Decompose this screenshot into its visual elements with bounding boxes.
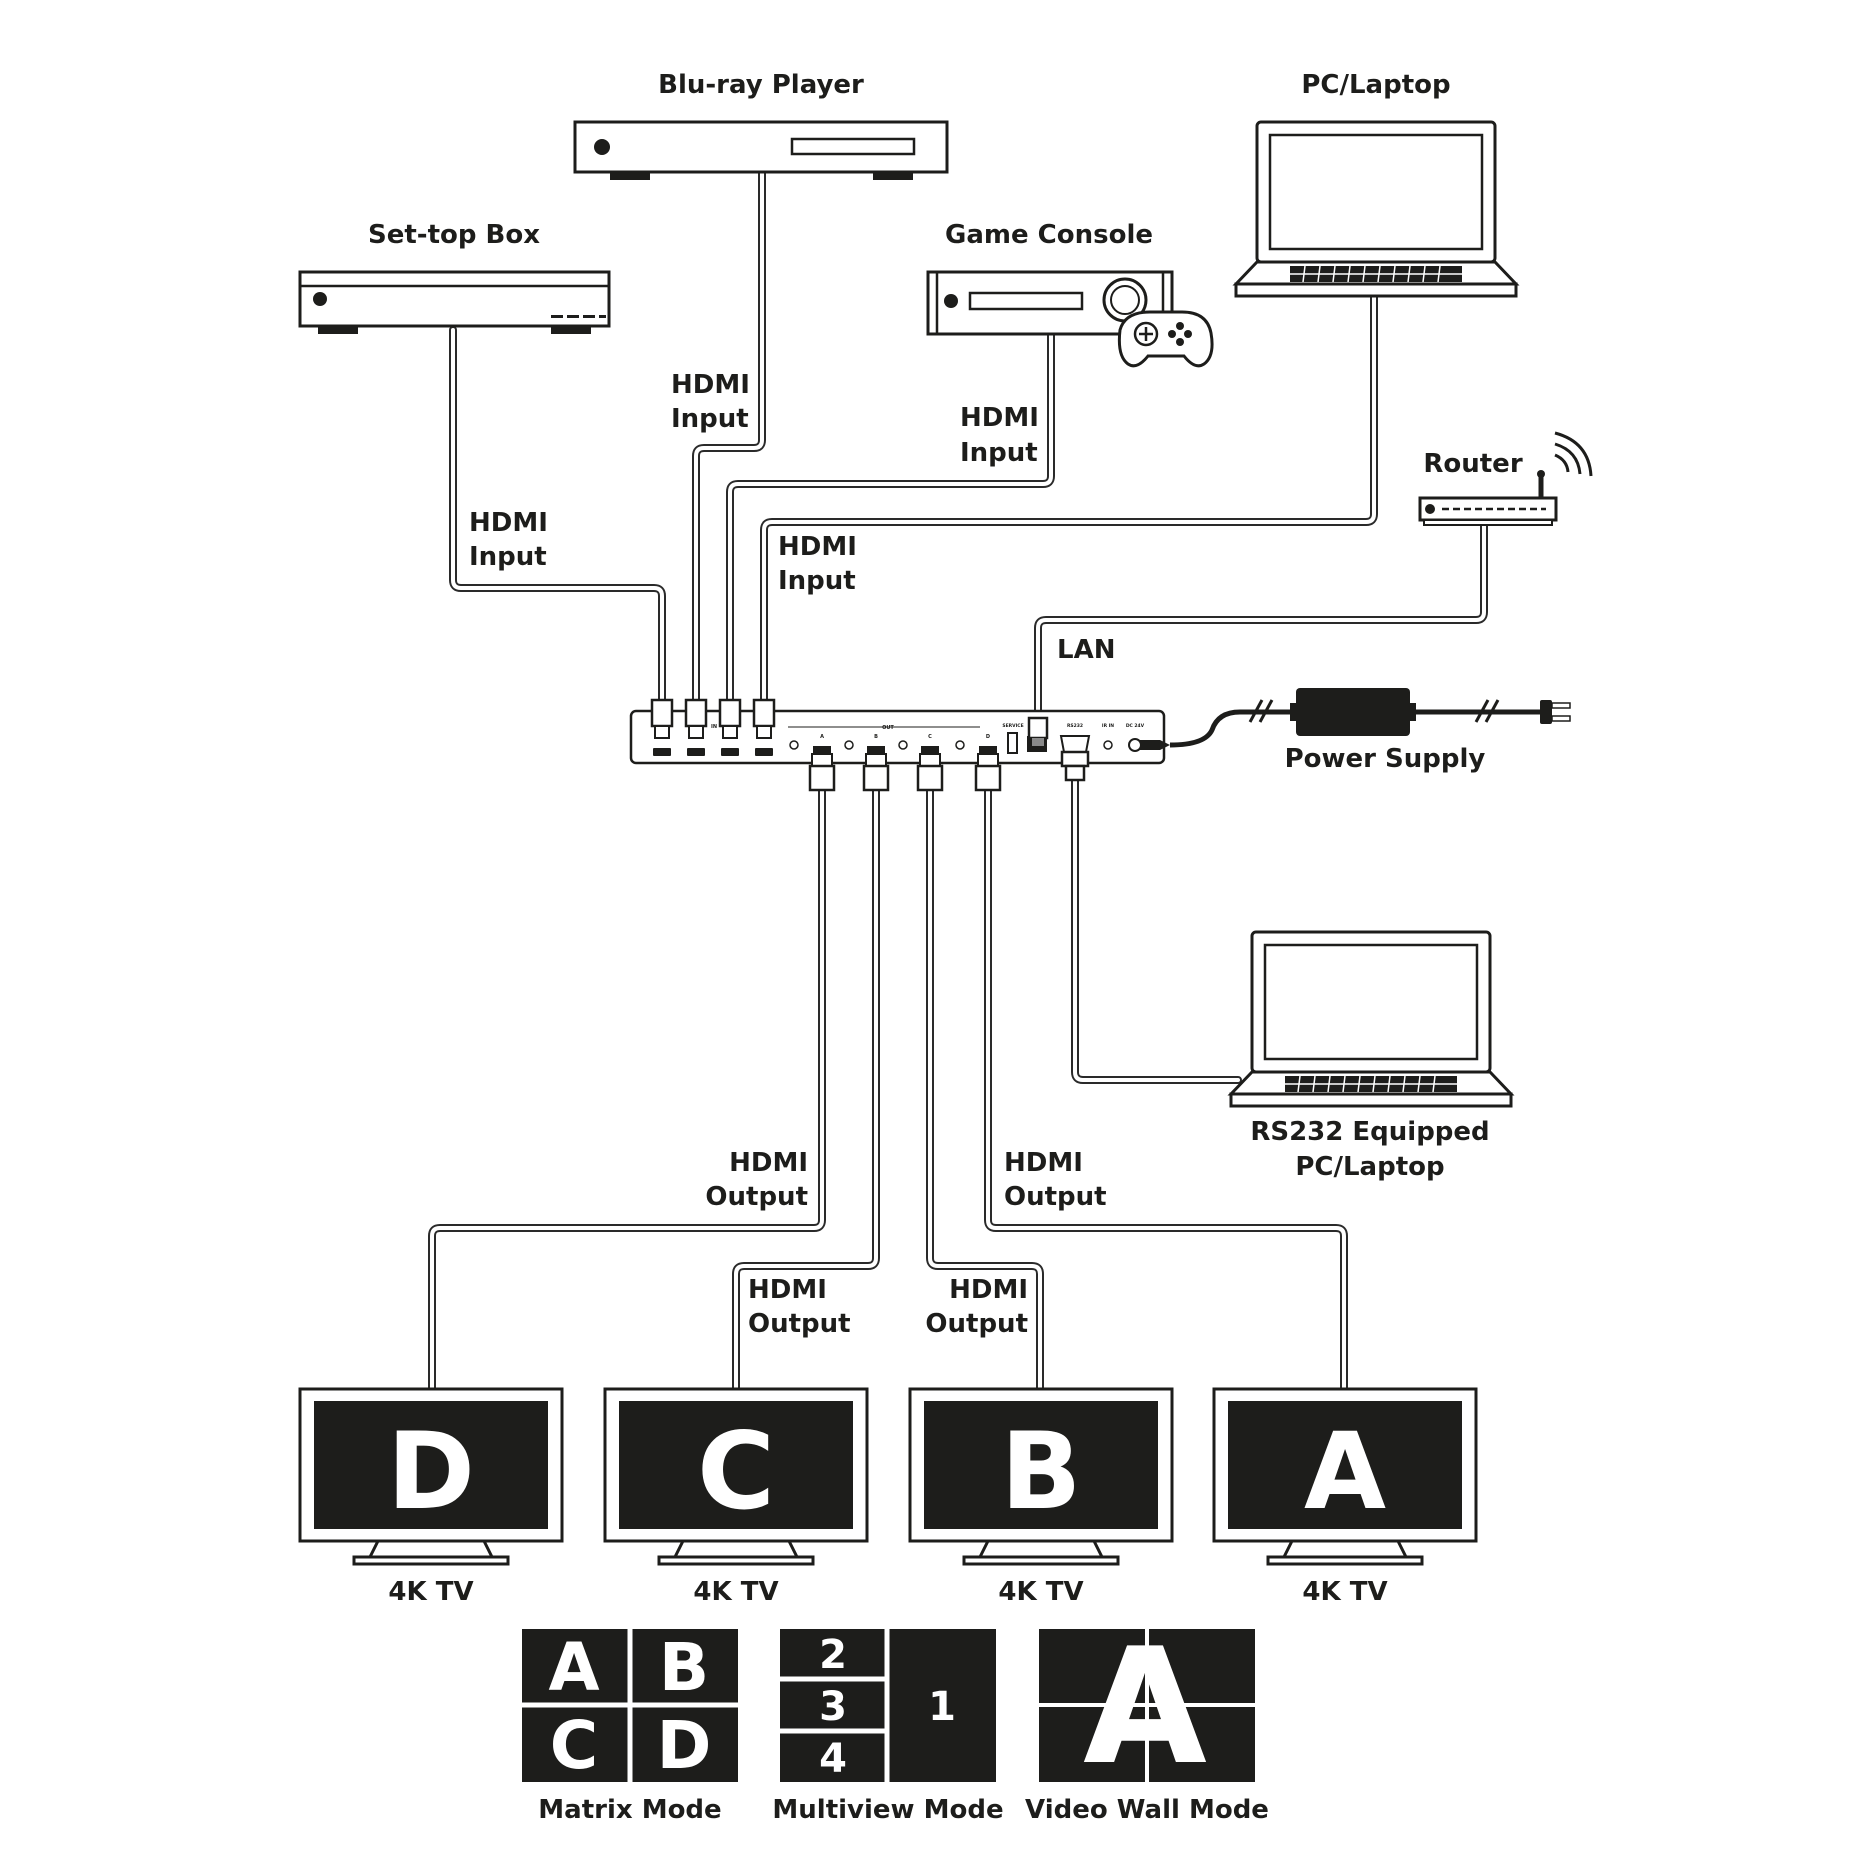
rs232-laptop: [1227, 930, 1515, 1108]
cables: [428, 168, 1540, 1394]
label-multiview-mode: Multiview Mode: [772, 1795, 1003, 1825]
matrix-cell-c: C: [550, 1707, 598, 1784]
multiview-cell-4: 4: [819, 1736, 847, 1782]
cable-pc-hdmi: [760, 292, 1378, 704]
cable-bluray-hdmi: [692, 168, 766, 704]
multiview-cell-3: 3: [819, 1684, 847, 1730]
panel-port-a: A: [820, 734, 824, 740]
label-output-d: Output: [705, 1182, 808, 1212]
label-tv-d: 4K TV: [388, 1577, 473, 1607]
label-power-supply: Power Supply: [1285, 744, 1486, 774]
label-lan: LAN: [1057, 635, 1115, 665]
label-hdmi-out-d: HDMI: [729, 1148, 808, 1178]
label-tv-a: 4K TV: [1302, 1577, 1387, 1607]
tv-letter: C: [697, 1410, 775, 1533]
tv-a: A: [1212, 1387, 1478, 1566]
cable-rs232: [1071, 776, 1242, 1084]
label-input-settop: Input: [469, 542, 547, 572]
label-settop: Set-top Box: [368, 220, 540, 250]
gamepad-icon: [1117, 310, 1214, 368]
hdmi-output-connectors: [808, 753, 1002, 792]
tv-letter: A: [1304, 1410, 1386, 1533]
panel-label-service: SERVICE: [1002, 723, 1023, 729]
label-videowall-mode: Video Wall Mode: [1025, 1795, 1269, 1825]
label-input-pc: Input: [778, 566, 856, 596]
matrix-cell-a: A: [548, 1629, 599, 1706]
label-pc-laptop: PC/Laptop: [1301, 70, 1450, 100]
cable-out-d: [428, 786, 826, 1394]
bluray-player: [573, 120, 949, 180]
multiview-cell-2: 2: [819, 1632, 847, 1678]
cable-lan: [1034, 516, 1488, 742]
label-hdmi-bluray: HDMI: [671, 370, 750, 400]
label-hdmi-pc: HDMI: [778, 532, 857, 562]
label-hdmi-out-c: HDMI: [748, 1275, 827, 1305]
label-router: Router: [1423, 449, 1522, 479]
pc-laptop: [1232, 120, 1520, 298]
multiview-mode-icon: 2 3 4 1: [780, 1629, 996, 1782]
router: [1418, 431, 1593, 526]
hdmi-input-ports: [653, 748, 773, 756]
label-tv-b: 4K TV: [998, 1577, 1083, 1607]
label-tv-c: 4K TV: [693, 1577, 778, 1607]
plug-icon: [1540, 700, 1571, 724]
cable-console-hdmi: [726, 329, 1055, 704]
label-rs232-line2: PC/Laptop: [1295, 1152, 1444, 1182]
tv-b: B: [908, 1387, 1174, 1566]
matrix-cell-d: D: [657, 1707, 712, 1784]
tv-letter: B: [1001, 1410, 1082, 1533]
hdmi-output-ports: A B C D: [789, 734, 997, 754]
tv-c: C: [603, 1387, 869, 1566]
panel-port-c: C: [928, 734, 932, 740]
panel-label-out: OUT: [882, 725, 894, 731]
game-console: [926, 270, 1214, 368]
cable-out-c: [732, 786, 880, 1394]
cable-power: [1169, 699, 1540, 748]
label-output-c: Output: [748, 1309, 851, 1339]
matrix-cell-b: B: [659, 1629, 709, 1706]
label-output-b: Output: [925, 1309, 1028, 1339]
cable-out-b: [926, 786, 1044, 1394]
label-hdmi-settop: HDMI: [469, 508, 548, 538]
label-hdmi-out-b: HDMI: [949, 1275, 1028, 1305]
tv-d: D: [298, 1387, 564, 1566]
label-bluray: Blu-ray Player: [658, 70, 864, 100]
panel-label-dc: DC 24V: [1126, 723, 1145, 729]
cable-out-a: [984, 786, 1348, 1394]
matrix-switcher: IN OUT A B C D S: [629, 698, 1170, 792]
cable-settop-hdmi: [449, 326, 666, 704]
hdmi-input-connectors: [650, 698, 776, 739]
label-rs232-line1: RS232 Equipped: [1250, 1117, 1489, 1147]
label-input-bluray: Input: [671, 404, 749, 434]
label-output-a: Output: [1004, 1182, 1107, 1212]
panel-port-b: B: [874, 734, 878, 740]
wifi-icon: [1554, 431, 1593, 477]
panel-port-d: D: [986, 734, 990, 740]
videowall-mode-icon: A: [1039, 1613, 1255, 1800]
panel-label-in: IN: [711, 724, 717, 730]
power-supply: [1290, 688, 1571, 736]
panel-label-rs232: RS232: [1067, 723, 1083, 729]
label-hdmi-out-a: HDMI: [1004, 1148, 1083, 1178]
multiview-cell-1: 1: [928, 1684, 956, 1730]
matrix-mode-icon: A B C D: [522, 1629, 738, 1784]
settop-box: [298, 270, 611, 334]
label-game-console: Game Console: [945, 220, 1153, 250]
label-input-console: Input: [960, 438, 1038, 468]
tv-letter: D: [387, 1410, 475, 1533]
labels: Blu-ray Player PC/Laptop Set-top Box Gam…: [368, 70, 1523, 1825]
panel-label-ir: IR IN: [1102, 723, 1114, 729]
label-matrix-mode: Matrix Mode: [538, 1795, 721, 1825]
label-hdmi-console: HDMI: [960, 403, 1039, 433]
